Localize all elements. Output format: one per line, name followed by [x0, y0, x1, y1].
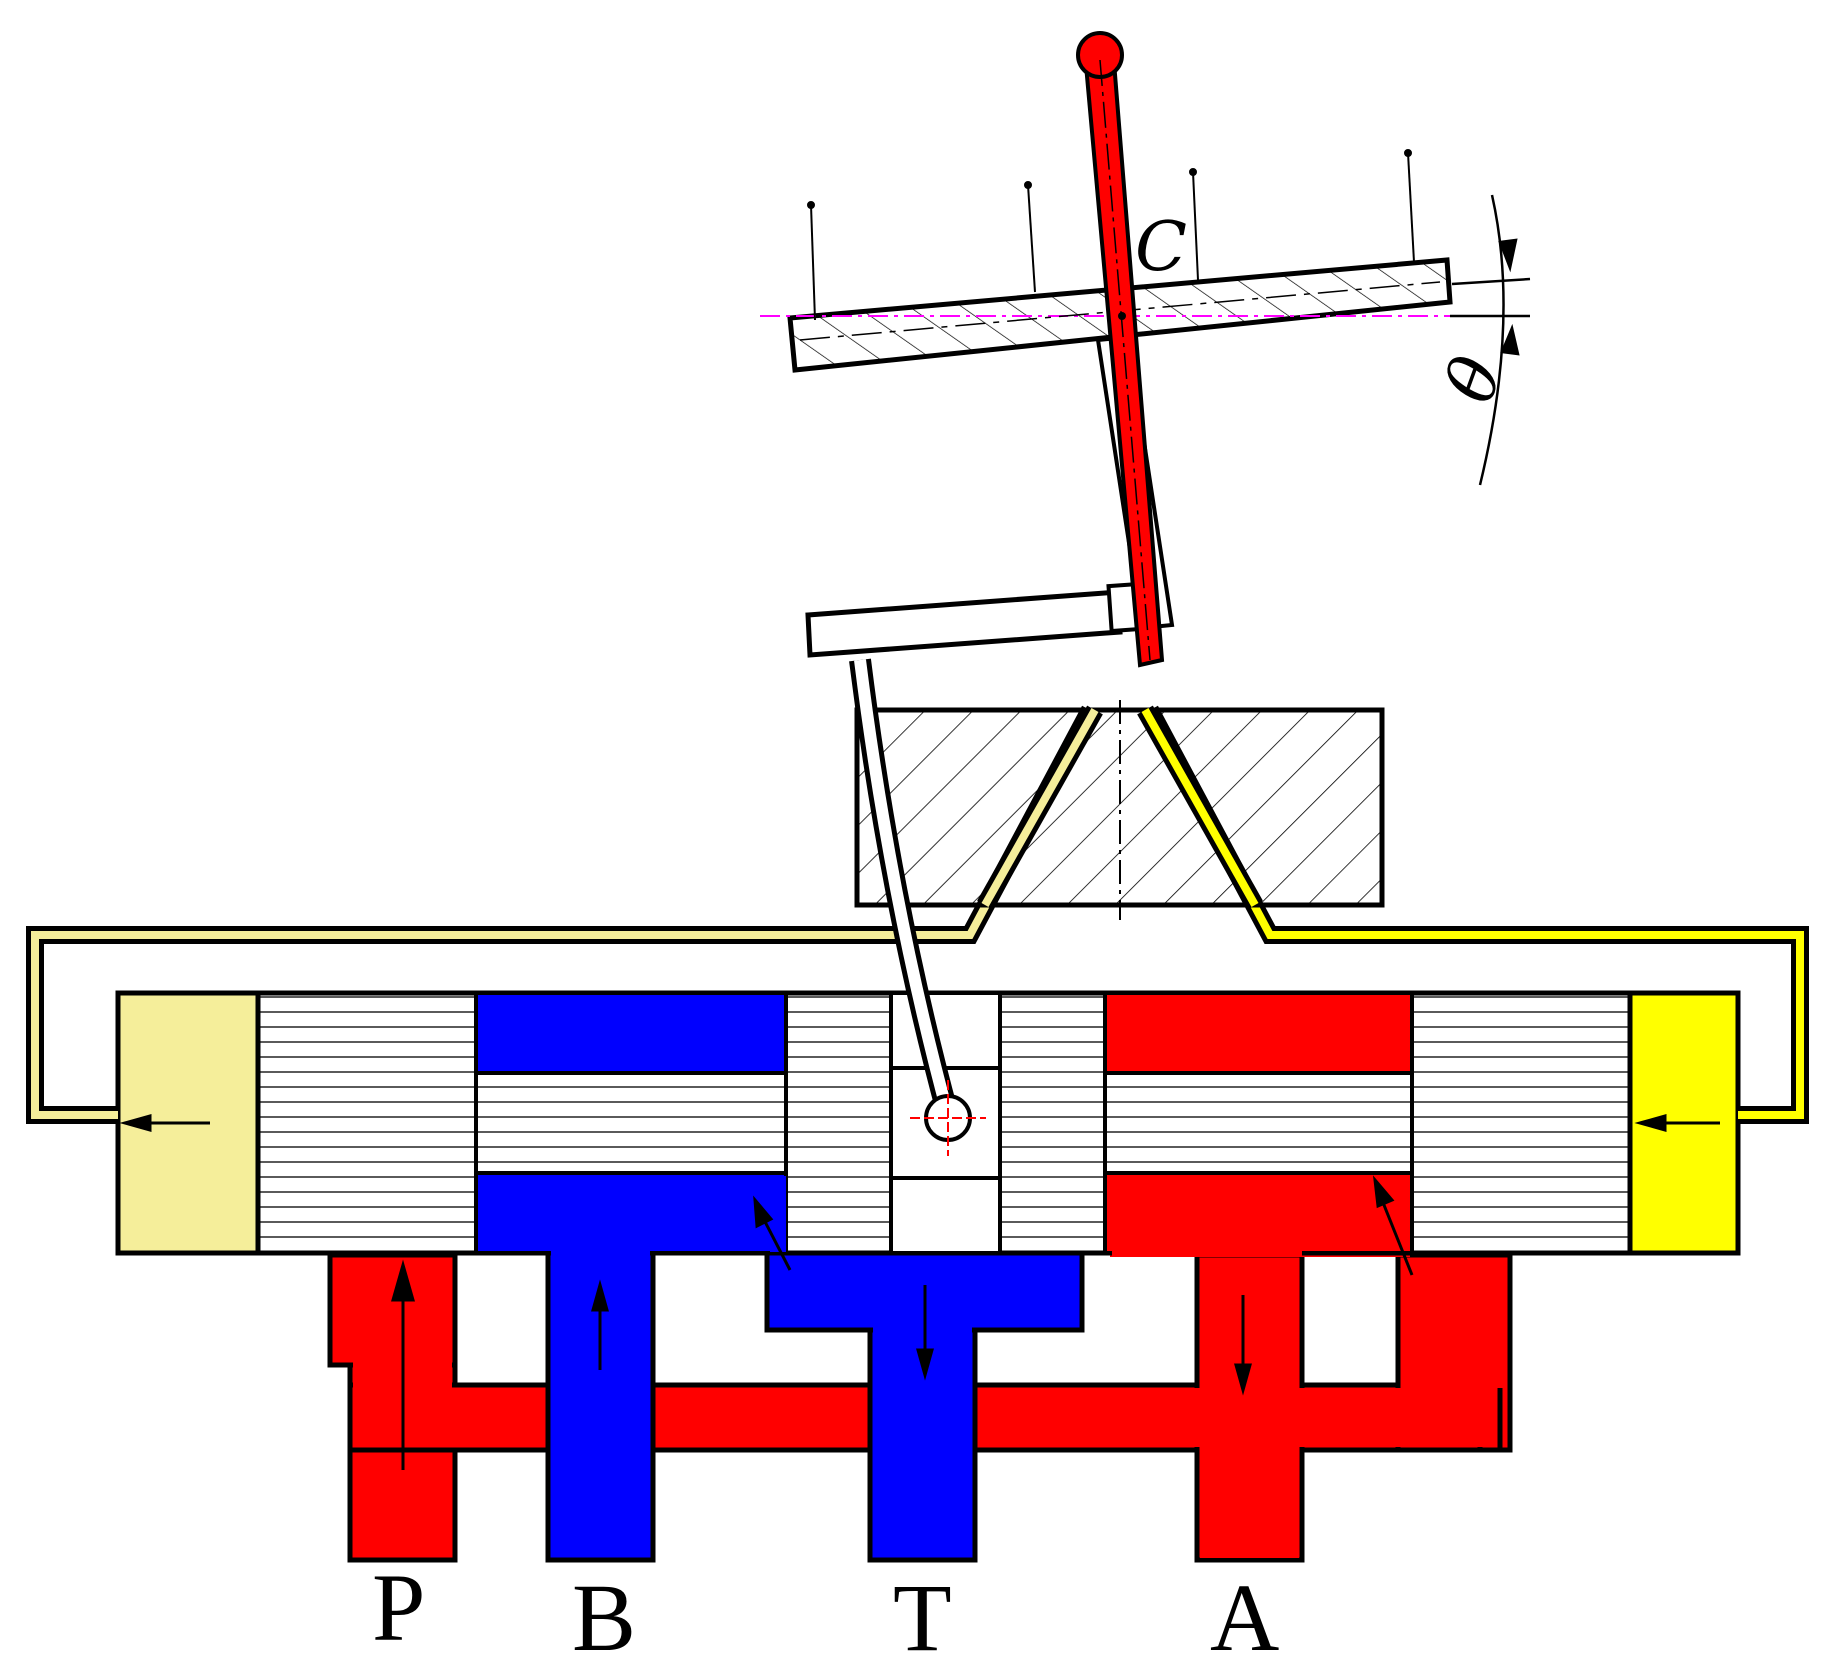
return-channel — [545, 1172, 1085, 1563]
winding-leads — [807, 149, 1415, 321]
port-b-label: B — [572, 1564, 636, 1671]
a-spool-core — [1103, 1071, 1414, 1175]
port-a-label: A — [1210, 1564, 1279, 1671]
angle-dimension — [1450, 194, 1531, 486]
flow-arrows — [119, 1114, 1720, 1470]
lower-cross-bar — [805, 581, 1144, 658]
flapper-knob — [1076, 31, 1124, 79]
b-spool-core — [474, 1071, 788, 1175]
port-p-label: P — [372, 1554, 425, 1661]
a-chamber-top — [1103, 991, 1414, 1075]
point-c-label: C — [1135, 208, 1187, 287]
port-t-label: T — [893, 1564, 952, 1671]
spool-land-center-right — [998, 991, 1107, 1255]
spool-land-right — [1410, 991, 1632, 1255]
spool-land-left — [256, 991, 478, 1255]
feedback-rod — [849, 658, 986, 1156]
b-chamber-top — [474, 991, 788, 1075]
spool-land-center-left — [784, 991, 893, 1255]
angle-theta-label: θ — [1431, 347, 1519, 413]
nozzle-block — [854, 700, 1385, 920]
flapper — [1076, 31, 1165, 668]
